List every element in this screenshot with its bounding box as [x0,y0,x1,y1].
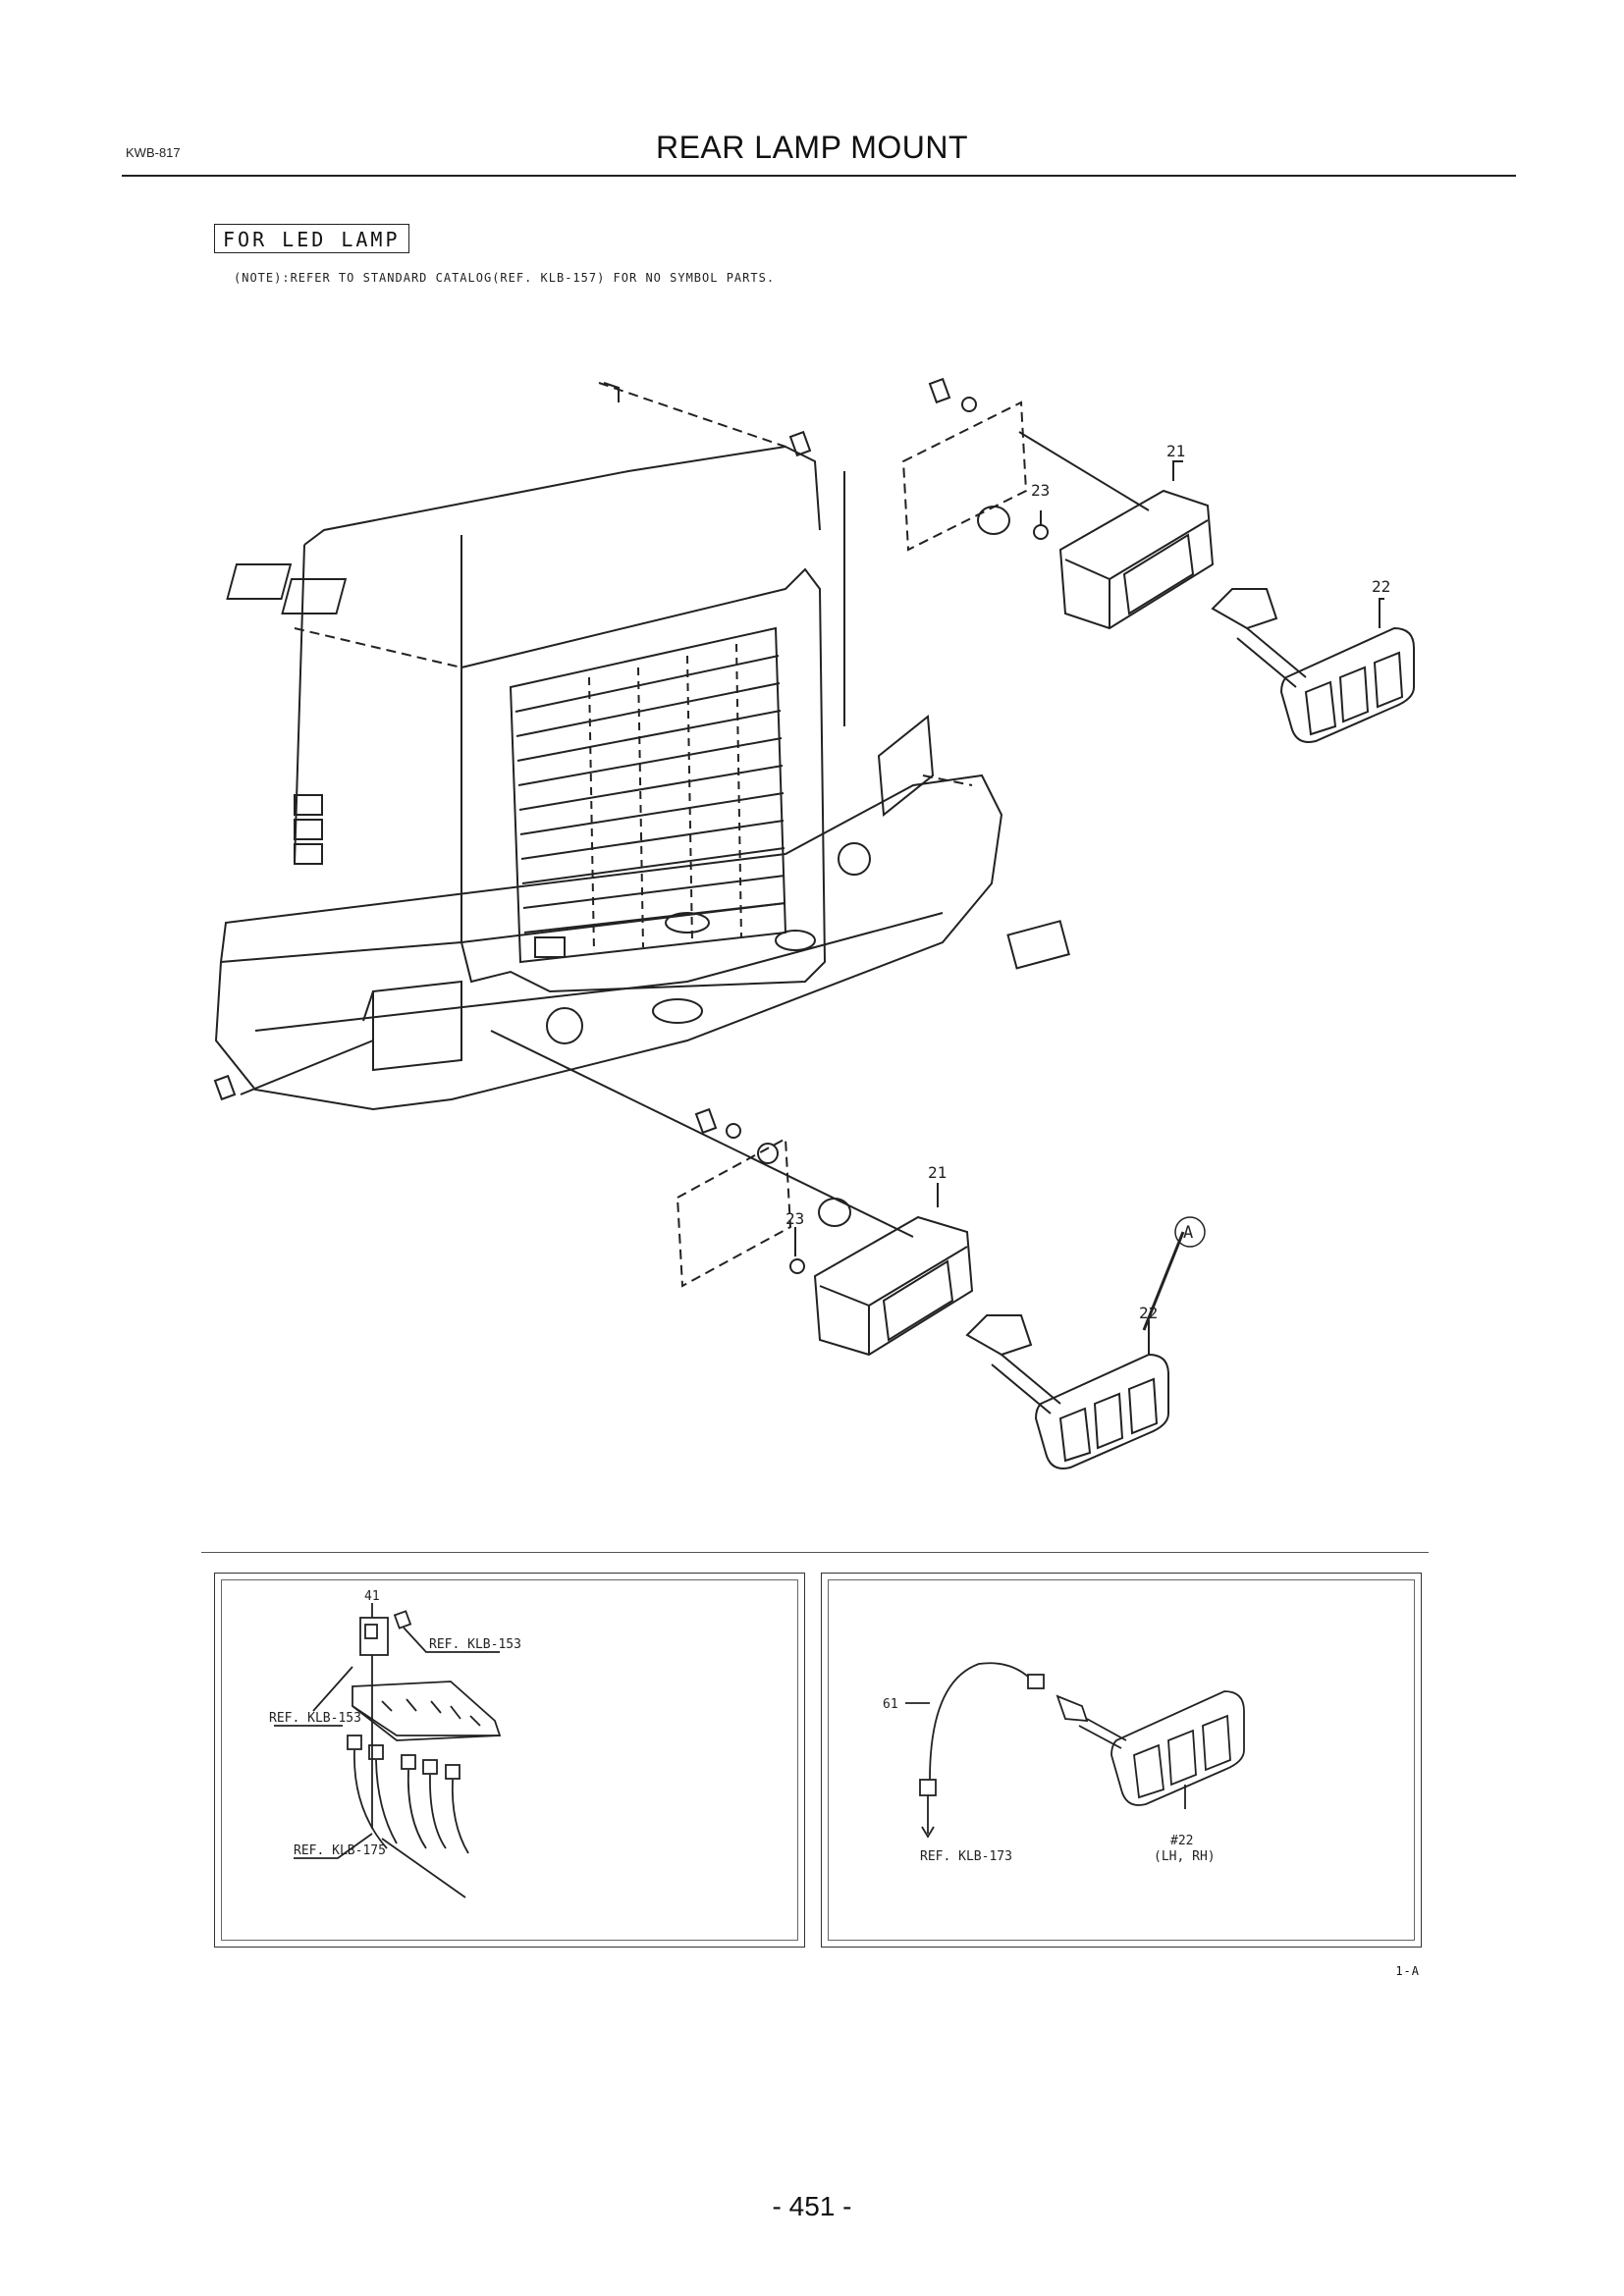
section-label: FOR LED LAMP [214,224,409,253]
callout-lower-grommet: 23 [785,1209,804,1228]
section-divider [201,1552,1429,1553]
ref-connector: REF. KLB-173 [920,1849,1012,1864]
detail-marker-circle [1174,1216,1206,1248]
lamp-side-label: (LH, RH) [1154,1849,1216,1864]
ref-bolt: REF. KLB-153 [429,1637,521,1652]
page-title: REAR LAMP MOUNT [655,130,969,165]
counterweight [214,715,1070,1111]
radiator-grille-unit [226,382,827,993]
detail-panel-left: 41 REF. KLB-153 REF. KLB-153 REF. KLB-17… [214,1573,805,1948]
detail-panel-right-frame [828,1579,1415,1941]
callout-upper-lamp-housing: 21 [1166,442,1185,460]
detail-marker-label: A [1183,1223,1193,1243]
callout-lamp: #22 [1170,1834,1193,1848]
relay-detail-drawing: 41 REF. KLB-153 REF. KLB-153 REF. KLB-17… [269,1589,521,1898]
callout-lower-lamp-housing: 21 [928,1163,947,1182]
drawing-code: 1-A [1395,1964,1420,1978]
detail-panel-right: 61 REF. KLB-173 #22 (LH, RH) [821,1573,1422,1948]
page-code: KWB-817 [126,145,181,160]
header-rule [122,175,1516,177]
upper-lamp-assembly [788,377,1415,743]
exploded-parts-drawing: 21 23 22 21 23 22 A [213,377,1415,1469]
callout-upper-lamp: 22 [1372,577,1390,596]
detail-panel-left-frame [221,1579,798,1941]
catalog-note: (NOTE):REFER TO STANDARD CATALOG(REF. KL… [234,271,776,285]
ref-bracket: REF. KLB-153 [269,1711,361,1726]
ref-harness: REF. KLB-175 [294,1843,386,1858]
page-number: - 451 - [772,2191,852,2221]
callout-upper-grommet: 23 [1031,481,1050,500]
lamp-harness-detail-drawing: 61 REF. KLB-173 #22 (LH, RH) [883,1662,1245,1864]
callout-harness: 61 [883,1697,898,1712]
lower-lamp-assembly [213,1030,1185,1469]
callout-lower-lamp: 22 [1139,1304,1158,1322]
callout-relay: 41 [364,1589,380,1604]
